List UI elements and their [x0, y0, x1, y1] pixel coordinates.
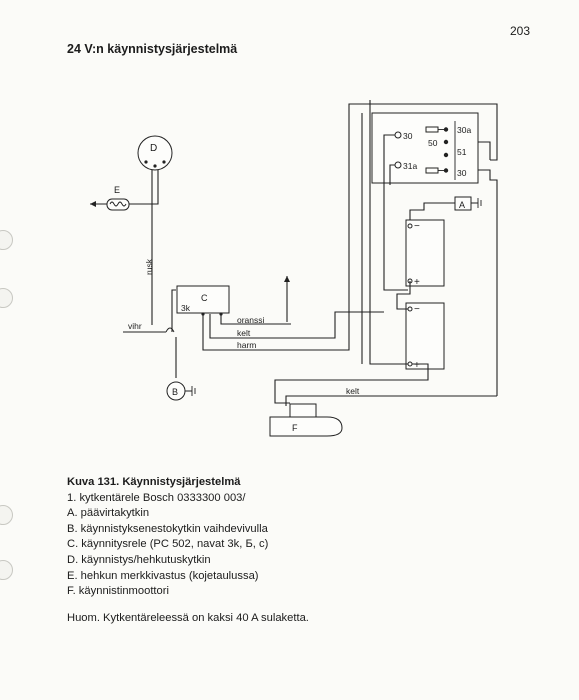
battery-minus: −	[414, 304, 420, 315]
terminal-50: 50	[428, 138, 438, 148]
caption-item: A. päävirtakytkin	[67, 507, 150, 520]
caption-item: 1. kytkentärele Bosch 0333300 003/	[67, 491, 246, 504]
page-number: 203	[510, 24, 531, 38]
starter-interlock-switch-b: B	[166, 381, 196, 401]
binder-hole	[0, 505, 13, 525]
caption-item: B. käynnistyksenestokytkin vaihdevivulla	[67, 522, 268, 535]
label-e: E	[114, 185, 120, 195]
battery-plus: +	[414, 360, 420, 371]
wire-label-harm: harm	[237, 340, 256, 350]
start-relay-c: C 3k	[176, 285, 230, 316]
terminal-30-left: 30	[403, 131, 413, 141]
caption-item: C. käynnitysrele (PC 502, navat 3k, Б, c…	[67, 538, 269, 551]
terminal-51: 51	[457, 147, 467, 157]
page-title: 24 V:n käynnistysjärjestelmä	[67, 42, 238, 56]
label-3k: 3k	[181, 303, 191, 313]
wire-label-kelt-bottom: kelt	[346, 386, 360, 396]
terminal-30-right: 30	[457, 168, 467, 178]
battery-upper: − +	[405, 219, 445, 288]
caption-item: F. käynnistinmoottori	[67, 585, 169, 598]
label-d: D	[150, 143, 157, 154]
figure-caption: Kuva 131. Käynnistysjärjestelmä 1. kytke…	[67, 475, 268, 600]
label-f: F	[292, 423, 298, 433]
starter-motor-f: F	[269, 403, 343, 437]
wire-label-kelt-relay: kelt	[237, 328, 251, 338]
wiring-diagram: D E rusk C 3k vihr oranssi kelt harm B	[90, 100, 498, 437]
binder-hole	[0, 560, 13, 580]
caption-title: Kuva 131. Käynnistysjärjestelmä	[67, 476, 241, 488]
wire-label-vihr: vihr	[128, 321, 142, 331]
main-switch-a: A	[454, 196, 482, 211]
battery-plus: +	[414, 277, 420, 288]
wire-label-rusk: rusk	[144, 258, 154, 275]
fuse-note: Huom. Kytkentäreleessä on kaksi 40 A sul…	[67, 612, 309, 624]
caption-item: D. käynnistys/hehkutuskytkin	[67, 553, 211, 566]
terminal-30a: 30a	[457, 125, 471, 135]
wire-label-oranssi: oranssi	[237, 315, 265, 325]
label-c: C	[201, 293, 208, 303]
label-a: A	[459, 200, 465, 210]
glow-indicator-resistor-e: E	[90, 185, 130, 211]
start-glow-switch-d: D	[137, 135, 173, 171]
label-b: B	[172, 387, 178, 397]
battery-lower: − +	[405, 302, 445, 371]
battery-minus: −	[414, 221, 420, 232]
terminal-31a-left: 31a	[403, 161, 417, 171]
switching-relay-block: 30 31a 30a 50 51 30	[371, 112, 479, 184]
caption-item: E. hehkun merkkivastus (kojetaulussa)	[67, 569, 259, 582]
